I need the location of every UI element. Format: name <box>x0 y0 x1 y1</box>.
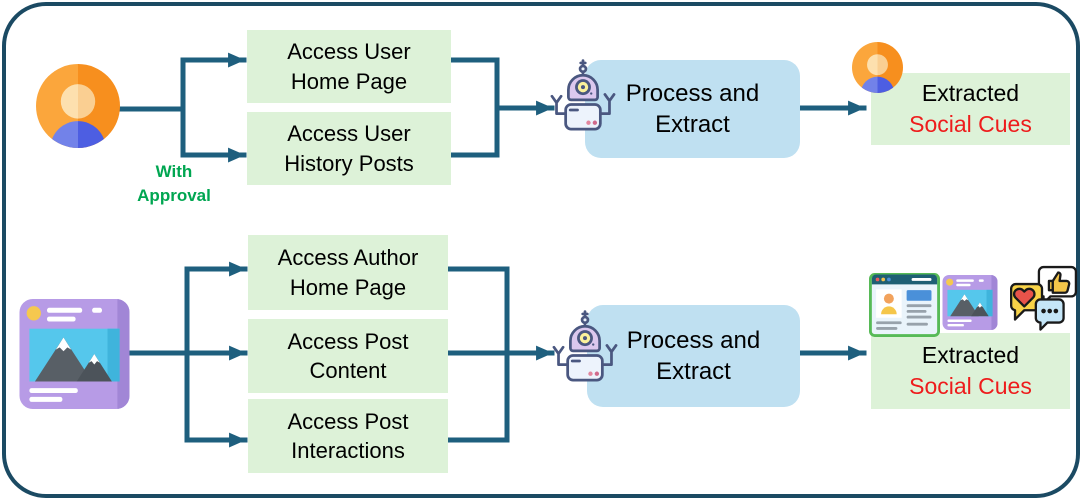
access-user-history-posts-box: Access User History Posts <box>247 112 451 185</box>
box-label-line: Home Page <box>289 274 407 300</box>
reaction-bubbles-icon <box>1003 264 1081 338</box>
extracted-social-cues-box-top: Extracted Social Cues <box>871 73 1070 145</box>
box-label-line: History Posts <box>284 150 414 176</box>
with-approval-label: With Approval <box>137 162 211 206</box>
box-label-line: Content <box>309 358 387 383</box>
social-media-post-icon <box>19 299 130 409</box>
box-label-line: Home Page <box>290 68 408 94</box>
result-label-accent: Social Cues <box>909 373 1032 399</box>
robot-agent-icon <box>541 57 625 141</box>
box-label-line: Process and <box>625 79 760 107</box>
box-label-line: Process and <box>626 326 761 354</box>
box-label-line: Access User <box>287 39 411 65</box>
box-label-line: Access Author <box>277 245 419 271</box>
box-label-line: Extract <box>655 111 730 138</box>
box-label-line: Access Post <box>287 328 409 354</box>
box-label-line: Access User <box>287 121 411 147</box>
box-label-line: Extract <box>656 358 731 385</box>
extracted-social-cues-box-bottom: Extracted Social Cues <box>871 333 1070 409</box>
access-post-interactions-box: Access Post Interactions <box>248 399 448 473</box>
access-user-home-page-box: Access User Home Page <box>247 30 451 103</box>
result-label-accent: Social Cues <box>909 111 1032 137</box>
box-label-line: Interactions <box>291 438 405 463</box>
access-author-home-page-box: Access Author Home Page <box>248 235 448 310</box>
robot-agent-icon <box>543 308 627 392</box>
result-label-line: Extracted <box>921 341 1020 368</box>
result-label-line: Extracted <box>921 79 1020 106</box>
browser-profile-page-icon <box>869 273 940 337</box>
box-label-line: Access Post <box>287 408 409 434</box>
process-extract-box-bottom: Process and Extract <box>587 305 800 407</box>
user-avatar-icon <box>36 64 120 148</box>
social-media-post-icon <box>941 275 999 330</box>
user-avatar-icon <box>852 42 903 93</box>
diagram-frame <box>2 2 1080 498</box>
access-post-content-box: Access Post Content <box>248 319 448 393</box>
process-extract-box-top: Process and Extract <box>585 60 800 158</box>
